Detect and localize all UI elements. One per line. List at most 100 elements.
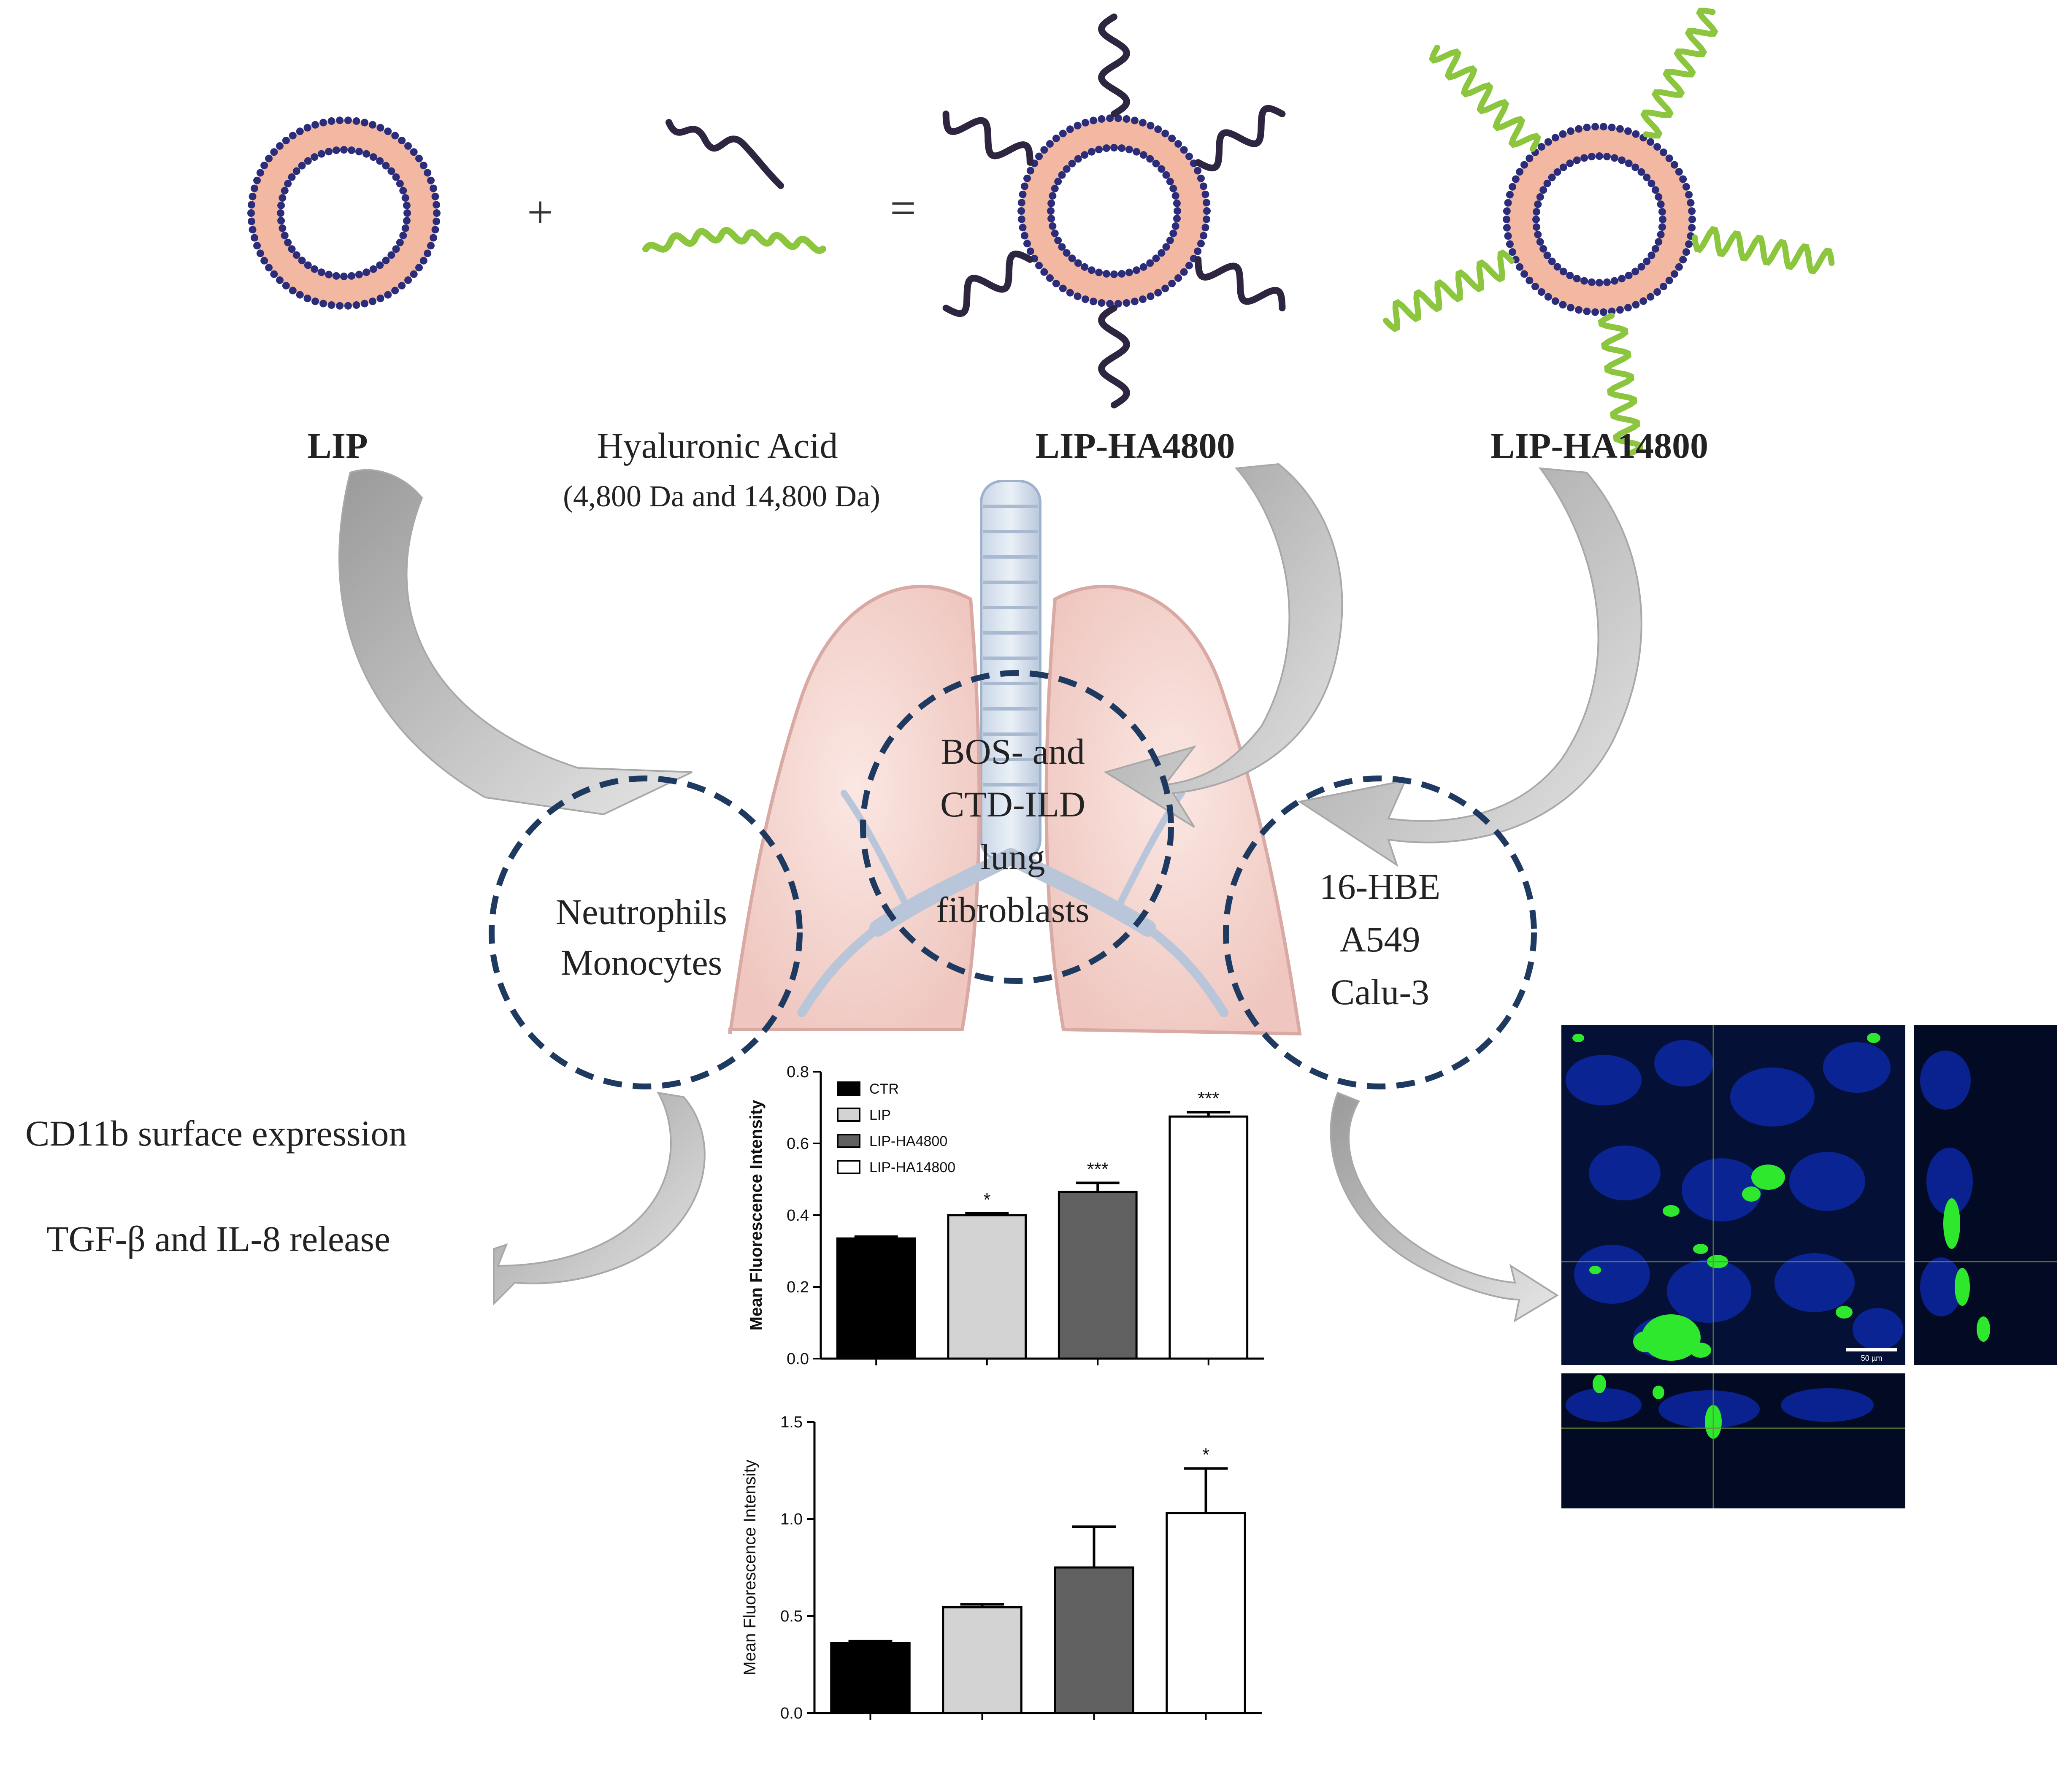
lipid-head-outer [398, 136, 406, 144]
lipid-head-inner [1588, 153, 1596, 161]
liposome-lip-ha14800 [1382, 8, 1835, 457]
lipid-head-outer [282, 136, 290, 144]
lipid-head-outer [1200, 182, 1208, 190]
lipid-head-inner [1543, 179, 1551, 187]
lipid-head-inner [1058, 171, 1066, 179]
epithelial-line-1: 16-HBE [1320, 866, 1441, 907]
lipid-head-outer [256, 249, 264, 257]
lipid-head-outer [391, 132, 399, 140]
lipid-head-inner [1152, 254, 1160, 262]
lipid-head-outer [1168, 280, 1176, 288]
lipid-head-outer [1624, 304, 1632, 312]
label-lip-ha14800-prefix: LIP-HA [1490, 425, 1618, 466]
ha4800-chain [942, 250, 1033, 317]
lipid-head-inner [382, 162, 390, 170]
lipid-head-outer [1520, 270, 1528, 278]
lipid-head-inner [1095, 268, 1103, 276]
lipid-head-outer [360, 119, 368, 127]
lipid-head-outer [1201, 190, 1209, 198]
lipid-head-inner [277, 201, 285, 209]
ha4800-chain [1195, 105, 1286, 172]
label-ha-molecular-weights: (4,800 Da and 14,800 Da) [563, 479, 880, 513]
immune-line-2: Monocytes [561, 942, 722, 983]
ha-long-chain [642, 227, 826, 254]
y-tick-label: 0.4 [787, 1207, 809, 1224]
lipid-head-outer [303, 124, 311, 132]
significance-label: * [1202, 1444, 1209, 1465]
lipid-head-outer [1020, 182, 1028, 190]
lipid-head-inner [317, 150, 325, 158]
lipid-head-outer [276, 142, 284, 150]
lipid-head-inner [1553, 168, 1561, 176]
lipid-head-outer [433, 201, 441, 209]
lipid-head-outer [289, 286, 297, 295]
lipid-head-outer [352, 117, 360, 125]
lipid-head-outer [368, 297, 376, 305]
lipid-head-outer [1591, 123, 1599, 131]
lipid-head-outer [270, 148, 278, 156]
lipid-head-outer [1019, 190, 1027, 198]
lipid-head-outer [1026, 247, 1034, 255]
y-axis-label: Mean Fluorescence Intensity [741, 1459, 759, 1675]
liposome-lip-ha4800-bilayer [1021, 118, 1207, 304]
lipid-head-inner [1063, 165, 1071, 173]
lipid-head-inner [1102, 270, 1110, 278]
y-tick-label: 1.0 [780, 1511, 803, 1528]
y-tick-label: 0.8 [787, 1063, 809, 1081]
lipid-head-outer [1551, 297, 1559, 305]
lipid-head-outer [282, 282, 290, 290]
lipid-head-outer [1660, 148, 1668, 156]
lipid-head-outer [1687, 199, 1695, 207]
lipid-head-outer [391, 286, 399, 295]
lipid-head-inner [1068, 254, 1076, 262]
lipid-head-outer [1090, 116, 1098, 124]
lipid-head-outer [1544, 138, 1552, 146]
lipid-head-outer [1203, 207, 1211, 215]
flow-arrows [338, 463, 1642, 1323]
lipid-head-inner [1647, 179, 1655, 187]
lipid-head-inner [1166, 236, 1174, 244]
lipid-head-outer [1185, 262, 1193, 270]
lipid-head-inner [1125, 146, 1133, 154]
lipid-head-outer [1174, 140, 1182, 148]
lipid-head-outer [1017, 207, 1025, 215]
lipid-head-inner [1110, 270, 1118, 278]
label-lip-ha14800: LIP-HA14800 [1490, 425, 1708, 466]
lipid-head-inner [355, 148, 363, 156]
ha4800-chain [942, 111, 1033, 166]
lipid-head-inner [1637, 168, 1645, 176]
lipid-head-inner [1173, 215, 1181, 223]
lipid-head-outer [404, 276, 412, 284]
lipid-head-inner [1596, 279, 1603, 286]
lipid-head-inner [403, 217, 411, 225]
label-hyaluronic-acid: Hyaluronic Acid [597, 425, 838, 466]
lipid-head-outer [1201, 224, 1209, 232]
significance-label: *** [1198, 1088, 1219, 1109]
legend-swatch [837, 1108, 860, 1122]
lipid-head-outer [1098, 115, 1106, 123]
lipid-head-outer [1653, 288, 1661, 296]
lipid-head-outer [1616, 125, 1624, 133]
lipid-head-outer [1509, 183, 1517, 191]
lipid-head-outer [1059, 130, 1067, 138]
lipid-head-inner [298, 162, 306, 170]
lipid-head-inner [1651, 245, 1659, 253]
lipid-head-inner [1573, 275, 1581, 283]
lipid-head-inner [1625, 159, 1633, 168]
lipid-head-inner [382, 257, 390, 265]
lipid-head-outer [1665, 154, 1673, 162]
lipid-head-outer [1040, 268, 1048, 276]
lipid-head-inner [1152, 159, 1160, 168]
lipid-head-outer [1131, 297, 1139, 305]
lipid-head-inner [1068, 159, 1076, 168]
lipid-head-inner [1174, 207, 1181, 215]
lipid-head-inner [1539, 245, 1547, 253]
label-lip: LIP [307, 425, 368, 466]
lipid-head-outer [1531, 283, 1539, 291]
bar-ctr [830, 1642, 911, 1714]
lipid-head-inner [325, 270, 333, 278]
lipid-head-outer [1017, 215, 1025, 223]
lipid-head-outer [1503, 216, 1510, 223]
lipid-head-outer [1599, 308, 1607, 316]
lipid-head-outer [1046, 274, 1054, 282]
